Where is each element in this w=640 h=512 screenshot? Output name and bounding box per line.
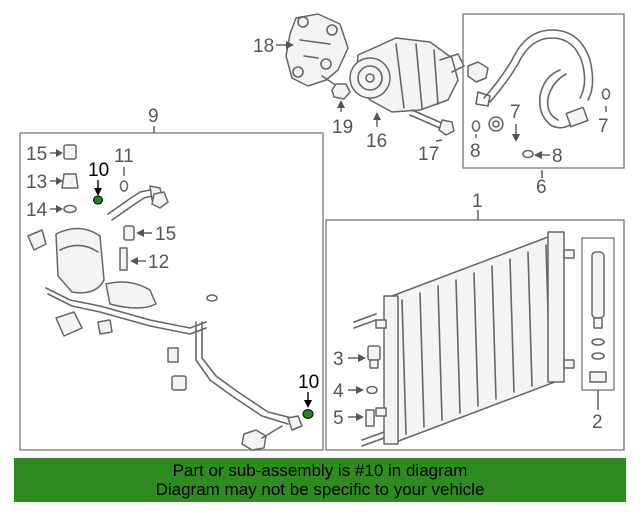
callout-15-top: 15 <box>26 144 47 165</box>
callout-19: 19 <box>332 117 353 138</box>
info-banner: Part or sub-assembly is #10 in diagram D… <box>14 458 626 502</box>
o-ring-14[interactable] <box>63 204 77 214</box>
callout-6: 6 <box>536 177 547 198</box>
callout-16: 16 <box>366 131 387 152</box>
callout-15: 15 <box>155 224 176 245</box>
o-ring-right[interactable] <box>601 88 611 100</box>
o-ring-left[interactable] <box>471 120 481 132</box>
ac-line-assembly[interactable] <box>27 185 303 451</box>
callout-8: 8 <box>552 146 563 167</box>
banner-line-2: Diagram may not be specific to your vehi… <box>155 480 485 499</box>
part-5[interactable] <box>365 409 375 427</box>
callout-7: 7 <box>510 102 521 123</box>
group-6-box <box>462 13 625 169</box>
callout-7-right: 7 <box>598 116 609 137</box>
valve-core-12[interactable] <box>119 247 128 271</box>
o-ring-lower[interactable] <box>522 149 534 159</box>
o-ring-4[interactable] <box>366 385 378 395</box>
callout-3: 3 <box>333 349 344 370</box>
o-ring-11[interactable] <box>119 180 129 192</box>
callout-10-right: 10 <box>298 372 319 393</box>
compressor-bracket[interactable] <box>285 13 349 87</box>
cap-13[interactable] <box>61 173 79 189</box>
ac-condenser[interactable] <box>353 231 575 447</box>
cap-15[interactable] <box>63 144 77 160</box>
callout-11: 11 <box>114 146 134 167</box>
group-1-box <box>325 219 625 451</box>
callout-10-left: 10 <box>88 160 109 181</box>
desiccant-drier[interactable] <box>589 251 607 383</box>
banner-line-1: Part or sub-assembly is #10 in diagram <box>172 461 468 480</box>
callout-5: 5 <box>333 408 344 429</box>
seal-washer[interactable] <box>488 116 504 132</box>
highlighted-part-10-right[interactable] <box>302 409 314 419</box>
ac-compressor[interactable] <box>349 37 465 113</box>
callout-4: 4 <box>333 381 344 402</box>
cap-15-lower[interactable] <box>123 225 135 241</box>
parts-diagram: 18 19 16 17 7 8 7 <box>19 13 625 451</box>
group-9-box <box>19 132 324 451</box>
callout-1: 1 <box>472 191 483 212</box>
bolt-19[interactable] <box>321 75 351 100</box>
callout-8-left: 8 <box>470 141 481 162</box>
sensor-3[interactable] <box>367 345 381 369</box>
bolt-17[interactable] <box>409 109 455 136</box>
callout-9: 9 <box>148 106 159 127</box>
callout-17: 17 <box>418 144 439 165</box>
callout-18: 18 <box>253 36 274 57</box>
highlighted-part-10-left[interactable] <box>93 195 103 205</box>
callout-12: 12 <box>148 252 169 273</box>
suction-hose-assembly[interactable] <box>467 29 594 129</box>
callout-13: 13 <box>26 172 47 193</box>
callout-14: 14 <box>26 200 48 221</box>
callout-2: 2 <box>592 412 603 433</box>
